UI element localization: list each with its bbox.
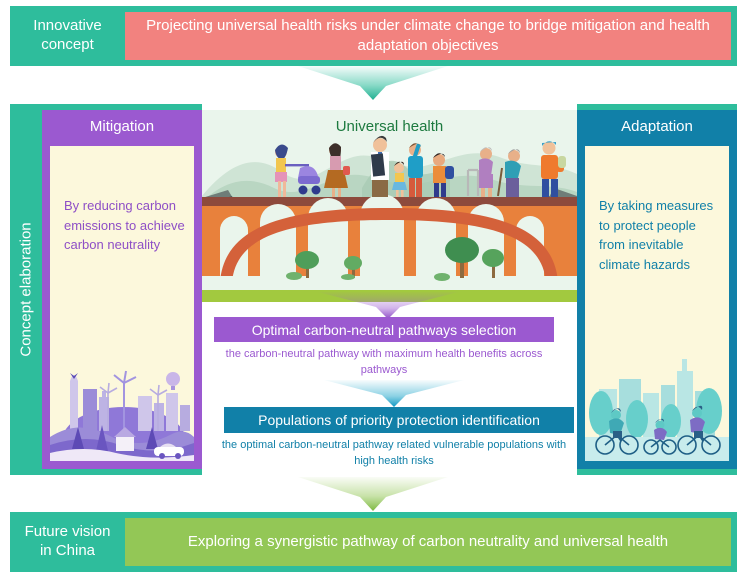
priority-populations-caption: the optimal carbon-neutral pathway relat…	[221, 439, 567, 467]
adaptation-title: Adaptation	[621, 117, 693, 135]
innovative-concept-row: Innovative concept Projecting universal …	[10, 6, 737, 66]
optimal-pathways-box: Optimal carbon-neutral pathways selectio…	[214, 317, 554, 342]
funnel-arrow-down-blue	[324, 380, 464, 408]
mitigation-panel: Mitigation By reducing carbon emissions …	[42, 110, 202, 469]
funnel-arrow-down-teal	[298, 66, 448, 102]
funnel-arrow-down-green	[298, 477, 448, 513]
priority-populations-box: Populations of priority protection ident…	[224, 407, 574, 433]
future-vision-label-line2: in China	[39, 542, 96, 559]
mitigation-body: By reducing carbon emissions to achieve …	[50, 146, 194, 461]
concept-elaboration-row: Concept elaboration	[10, 104, 737, 475]
center-column: Universal health Optimal carbon-neutral …	[202, 104, 577, 475]
adaptation-text: By taking measures to protect people fro…	[599, 198, 714, 272]
innovative-concept-label: Innovative concept	[10, 6, 125, 66]
concept-elaboration-label: Concept elaboration	[17, 222, 35, 357]
innovative-concept-label-line2: concept	[41, 36, 94, 53]
future-vision-message: Exploring a synergistic pathway of carbo…	[125, 518, 731, 566]
mitigation-illustration	[50, 341, 194, 461]
future-vision-label: Future vision in China	[10, 512, 125, 572]
funnel-arrow-down-purple	[318, 292, 458, 320]
adaptation-illustration	[585, 341, 729, 461]
mitigation-title: Mitigation	[89, 117, 155, 135]
future-vision-label-line1: Future vision	[24, 523, 111, 541]
universal-health-illustration: Universal health	[202, 110, 577, 302]
innovative-concept-label-line1: Innovative	[33, 17, 102, 35]
mitigation-text: By reducing carbon emissions to achieve …	[64, 198, 185, 252]
optimal-pathways-caption: the carbon-neutral pathway with maximum …	[225, 348, 543, 376]
innovative-concept-message: Projecting universal health risks under …	[125, 12, 731, 60]
future-vision-row: Future vision in China Exploring a syner…	[10, 512, 737, 572]
adaptation-panel: Adaptation By taking measures to protect…	[577, 110, 737, 469]
adaptation-body: By taking measures to protect people fro…	[585, 146, 729, 461]
universal-health-title: Universal health	[335, 118, 444, 135]
